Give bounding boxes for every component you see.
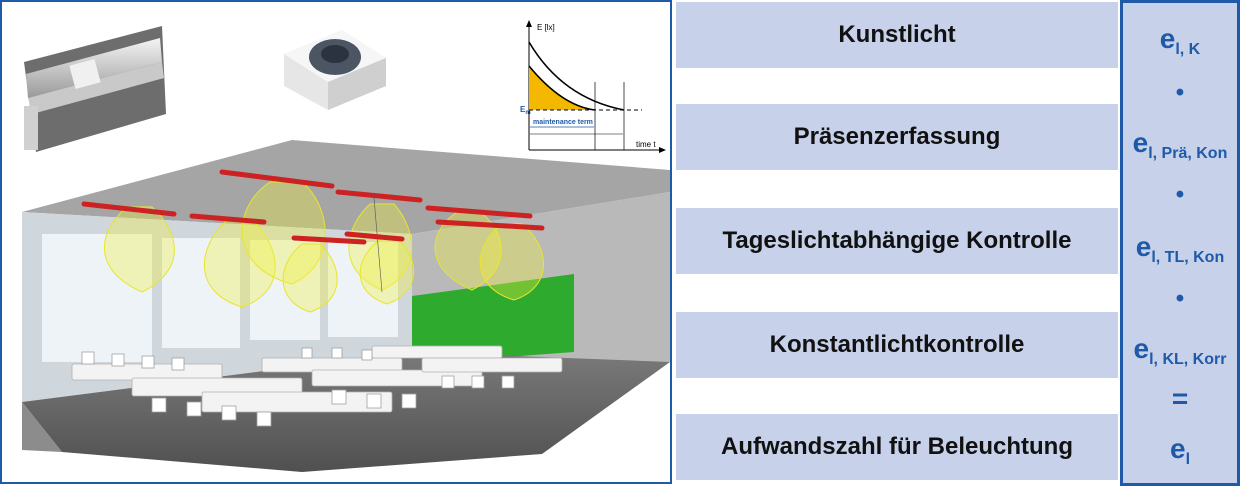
classroom-render: [22, 140, 670, 472]
graph-x-label: time t: [636, 140, 656, 149]
symbol-e-l-total: el: [1169, 433, 1191, 468]
equals-sign: =: [1171, 383, 1189, 414]
formula-column: el, K • el, Prä, Kon • el, TL, Kon • el,…: [1120, 0, 1240, 486]
row-kunstlicht: Kunstlicht: [676, 2, 1118, 68]
multiply-dot: •: [1175, 79, 1185, 106]
row-konstantlicht-kontrolle: Konstantlichtkontrolle: [676, 312, 1118, 378]
graph-fill: [529, 66, 595, 110]
symbol-e-l-tl-kon: el, TL, Kon: [1135, 231, 1225, 266]
lamp-photo: [20, 24, 168, 152]
graph-em-label: Em: [520, 105, 531, 116]
symbol-e-l-kl-korr: el, KL, Korr: [1133, 333, 1227, 368]
maintenance-graph: E [lx] time t Em maintenance term: [520, 20, 666, 153]
row-praesenzerfassung: Präsenzerfassung: [676, 104, 1118, 170]
symbol-e-l-prae-kon: el, Prä, Kon: [1132, 127, 1228, 162]
row-aufwandszahl: Aufwandszahl für Beleuchtung: [676, 414, 1118, 480]
graph-term-label: maintenance term: [533, 119, 593, 126]
sensor-photo: [284, 30, 386, 110]
illustration-svg: E [lx] time t Em maintenance term: [20, 20, 670, 472]
row-tageslicht-kontrolle: Tageslichtabhängige Kontrolle: [676, 208, 1118, 274]
illustration-panel: E [lx] time t Em maintenance term: [0, 0, 672, 484]
luminaires: [81, 169, 545, 245]
multiply-dot: •: [1175, 181, 1185, 208]
factor-rows: Kunstlicht Präsenzerfassung Tageslichtab…: [676, 0, 1118, 484]
symbol-e-l-k: el, K: [1159, 23, 1201, 58]
multiply-dot: •: [1175, 285, 1185, 312]
green-board: [412, 274, 574, 364]
graph-y-label: E [lx]: [537, 23, 555, 32]
